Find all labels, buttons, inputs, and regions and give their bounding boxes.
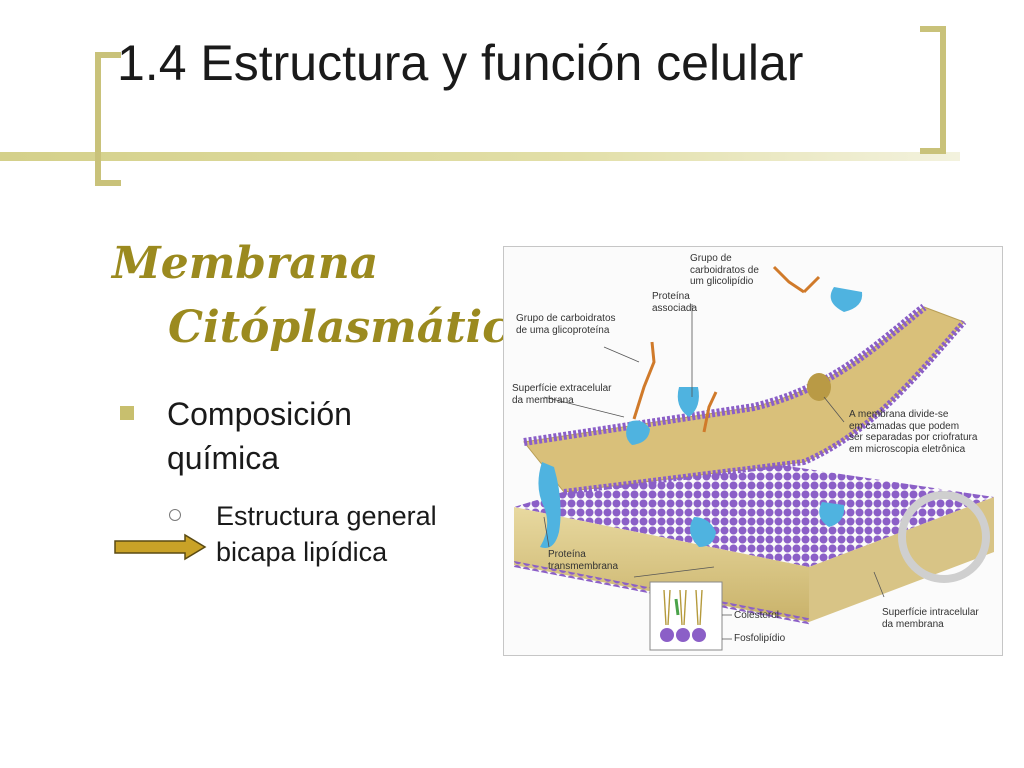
section-title: Membrana Citóplasmática: [112, 232, 538, 360]
title-accent-line: [0, 152, 960, 161]
label-proteina-transmembrana: Proteína transmembrana: [548, 549, 619, 572]
title-bracket-left: [95, 52, 121, 186]
label-glicoproteina: Grupo de carboidratos de uma glicoproteí…: [516, 313, 616, 336]
membrane-illustration: [514, 265, 994, 651]
section-title-line1: Membrana: [112, 238, 379, 289]
circle-bullet-icon: [169, 509, 181, 521]
label-fosfolipidio: Fosfolipídio: [734, 633, 786, 644]
label-superficie-intracelular: Superfície intracelular da membrana: [882, 607, 979, 630]
section-title-line2: Citóplasmática: [168, 302, 538, 353]
title-bracket-right: [920, 26, 946, 154]
label-glicolipidio: Grupo de carboidratos de um glicolipídio: [690, 253, 759, 287]
square-bullet-icon: [120, 406, 134, 420]
label-superficie-extracelular: Superfície extracelular da membrana: [512, 383, 612, 406]
membrane-diagram: Grupo de carboidratos de um glicolipídio…: [503, 246, 1003, 656]
bullet-text: Composición química: [167, 396, 352, 476]
sub-bullet-text: Estructura general bicapa lipídica: [216, 501, 437, 567]
label-criofratura: A membrana divide-se em camadas que pode…: [849, 409, 978, 455]
arrow-right-icon: [114, 533, 207, 561]
slide-title: 1.4 Estructura y función celular: [117, 35, 804, 91]
label-colesterol: Colesterol: [734, 610, 780, 621]
label-proteina-associada: Proteína associada: [652, 291, 698, 314]
